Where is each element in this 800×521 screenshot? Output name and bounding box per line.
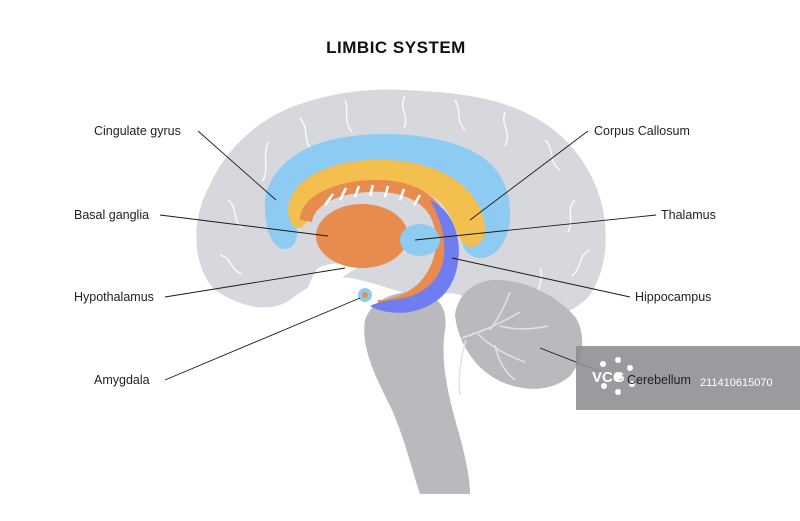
leader-amygdala (164, 297, 361, 381)
cingulate-gyrus (264, 134, 511, 258)
leader-corpus (469, 130, 589, 221)
diagram-title: LIMBIC SYSTEM (326, 38, 466, 57)
basal-ganglia (316, 204, 408, 268)
brainstem (364, 291, 470, 494)
label-cingulate-gyrus: Cingulate gyrus (94, 124, 181, 138)
cerebral-cortex (196, 89, 606, 322)
label-hypothalamus: Hypothalamus (74, 290, 154, 304)
label-thalamus: Thalamus (661, 208, 716, 222)
label-cerebellum: Cerebellum (627, 373, 691, 387)
label-corpus-callosum: Corpus Callosum (594, 124, 690, 138)
cerebellum (455, 279, 583, 389)
fornix-striations (323, 184, 422, 206)
label-basal-ganglia: Basal ganglia (74, 208, 149, 222)
hippocampus (370, 200, 459, 313)
arbor-vitae (458, 291, 549, 396)
watermark-id: 211410615070 (700, 377, 773, 389)
leader-cingulate (197, 130, 277, 201)
amygdala-core (362, 292, 368, 298)
label-amygdala: Amygdala (94, 373, 150, 387)
watermark-flower-icon (600, 357, 635, 395)
watermark-logo: VCG (592, 369, 625, 386)
label-hippocampus: Hippocampus (635, 290, 711, 304)
leader-thalamus (414, 214, 657, 241)
leader-basal (159, 214, 329, 237)
watermark-box (576, 346, 800, 410)
thalamus (400, 224, 440, 256)
leader-hypothalamus (164, 267, 346, 298)
leader-hippocampus (451, 257, 631, 298)
corpus-callosum (288, 159, 485, 247)
